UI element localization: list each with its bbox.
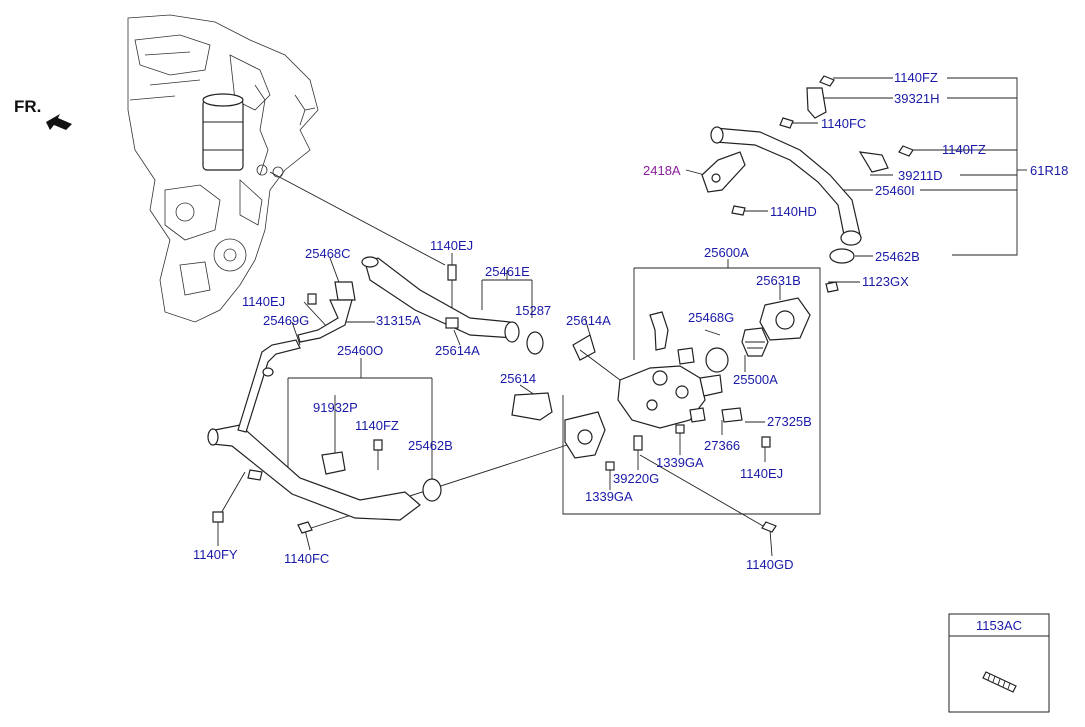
label-61r18: 61R18 <box>1030 163 1068 178</box>
sensor-39220g <box>633 435 643 451</box>
bolt-1140fz-low-icon <box>373 439 383 451</box>
water-pipe-25460i <box>714 127 861 241</box>
bolt-1140fc-low-icon <box>297 521 313 534</box>
central-hose-assembly <box>297 256 544 355</box>
bolt-1140fy-icon <box>212 511 224 523</box>
label-15287: 15287 <box>515 303 551 318</box>
part-labels: 1140FZ 39321H 1140FC 1140FZ 61R18 2418A … <box>193 70 1068 572</box>
bracket-39211d <box>858 151 889 173</box>
label-1140fz-top: 1140FZ <box>894 70 938 85</box>
label-1339ga-low: 1339GA <box>585 489 633 504</box>
bracket-2418a <box>701 151 746 193</box>
bolt-1140fc-top-icon <box>779 117 794 129</box>
bolt-1140hd-icon <box>731 205 746 216</box>
bolt-1140ej-left-icon <box>307 293 317 305</box>
inset-panel: 1153AC <box>948 613 1050 713</box>
sensor-27325b <box>721 407 743 423</box>
label-39321h: 39321H <box>894 91 940 106</box>
thermostat-housing-group <box>511 281 839 533</box>
o-ring-15287 <box>526 331 544 355</box>
o-ring-25462b-low <box>422 478 442 502</box>
bolt-1140gd-icon <box>761 521 777 533</box>
bracket-39321h <box>806 87 827 119</box>
clip-25614a-left <box>445 317 459 329</box>
oil-filter-icon <box>202 99 244 171</box>
leader-lines <box>217 77 1027 557</box>
label-25462b-low: 25462B <box>408 438 453 453</box>
stud-bolt-icon <box>982 671 1017 693</box>
branch-pipe-25469g <box>237 339 301 433</box>
label-25614a-mid: 25614A <box>566 313 611 328</box>
label-25469g: 25469G <box>263 313 309 328</box>
label-25462b-top: 25462B <box>875 249 920 264</box>
gasket-ring-25500a <box>705 347 729 373</box>
o-ring-25462b-top <box>829 248 855 264</box>
label-27325b: 27325B <box>767 414 812 429</box>
label-25468c: 25468C <box>305 246 351 261</box>
label-39211d: 39211D <box>898 168 943 183</box>
bolt-1140fz-top-icon <box>819 75 835 87</box>
label-1140ej-left: 1140EJ <box>242 294 285 309</box>
label-27366: 27366 <box>704 438 740 453</box>
label-1140hd: 1140HD <box>770 204 817 219</box>
label-1339ga-right: 1339GA <box>656 455 704 470</box>
nut-1339ga-low-icon <box>605 461 615 471</box>
gasket-25614 <box>511 392 553 421</box>
label-1140fc-top: 1140FC <box>821 116 866 131</box>
label-25461e: 25461E <box>485 264 530 279</box>
label-91932p: 91932P <box>313 400 358 415</box>
label-1123gx: 1123GX <box>862 274 909 289</box>
water-pipe-25460o <box>211 424 421 521</box>
engine-block-sketch <box>127 14 319 323</box>
connector-25468c <box>334 281 356 301</box>
label-1140ej-top: 1140EJ <box>430 238 473 253</box>
label-25600a: 25600A <box>704 245 749 260</box>
label-25631b: 25631B <box>756 273 801 288</box>
front-arrow-icon <box>46 114 72 130</box>
bolt-1140ej-right-icon <box>761 436 771 448</box>
label-25460i: 25460I <box>875 183 915 198</box>
bolt-1123gx-icon <box>825 281 839 293</box>
bolt-1140fz-mid-icon <box>898 145 914 157</box>
label-25614a-left: 25614A <box>435 343 480 358</box>
upper-water-pipe-assembly <box>701 75 914 264</box>
label-1140ej-right: 1140EJ <box>740 466 783 481</box>
label-1140fz-mid: 1140FZ <box>942 142 986 157</box>
nut-1339ga-right-icon <box>675 424 685 434</box>
gasket-25614a <box>572 334 596 361</box>
label-1140fz-low: 1140FZ <box>355 418 399 433</box>
hose-25468g <box>649 311 669 351</box>
label-25460o: 25460O <box>337 343 383 358</box>
hose-31315a <box>297 299 353 343</box>
label-39220g: 39220G <box>613 471 659 486</box>
label-1140gd: 1140GD <box>746 557 793 572</box>
label-1140fy: 1140FY <box>193 547 238 562</box>
label-2418a: 2418A <box>643 163 681 178</box>
inset-title: 1153AC <box>976 618 1022 633</box>
lower-water-pipe-assembly <box>207 339 442 534</box>
label-31315a: 31315A <box>376 313 421 328</box>
bracket-91932p <box>321 451 346 475</box>
front-label: FR. <box>14 97 41 116</box>
front-direction-indicator: FR. <box>14 97 72 130</box>
label-25614: 25614 <box>500 371 536 386</box>
label-25500a: 25500A <box>733 372 778 387</box>
label-25468g: 25468G <box>688 310 734 325</box>
label-1140fc-low: 1140FC <box>284 551 329 566</box>
bolt-1140ej-top-icon <box>447 264 457 281</box>
